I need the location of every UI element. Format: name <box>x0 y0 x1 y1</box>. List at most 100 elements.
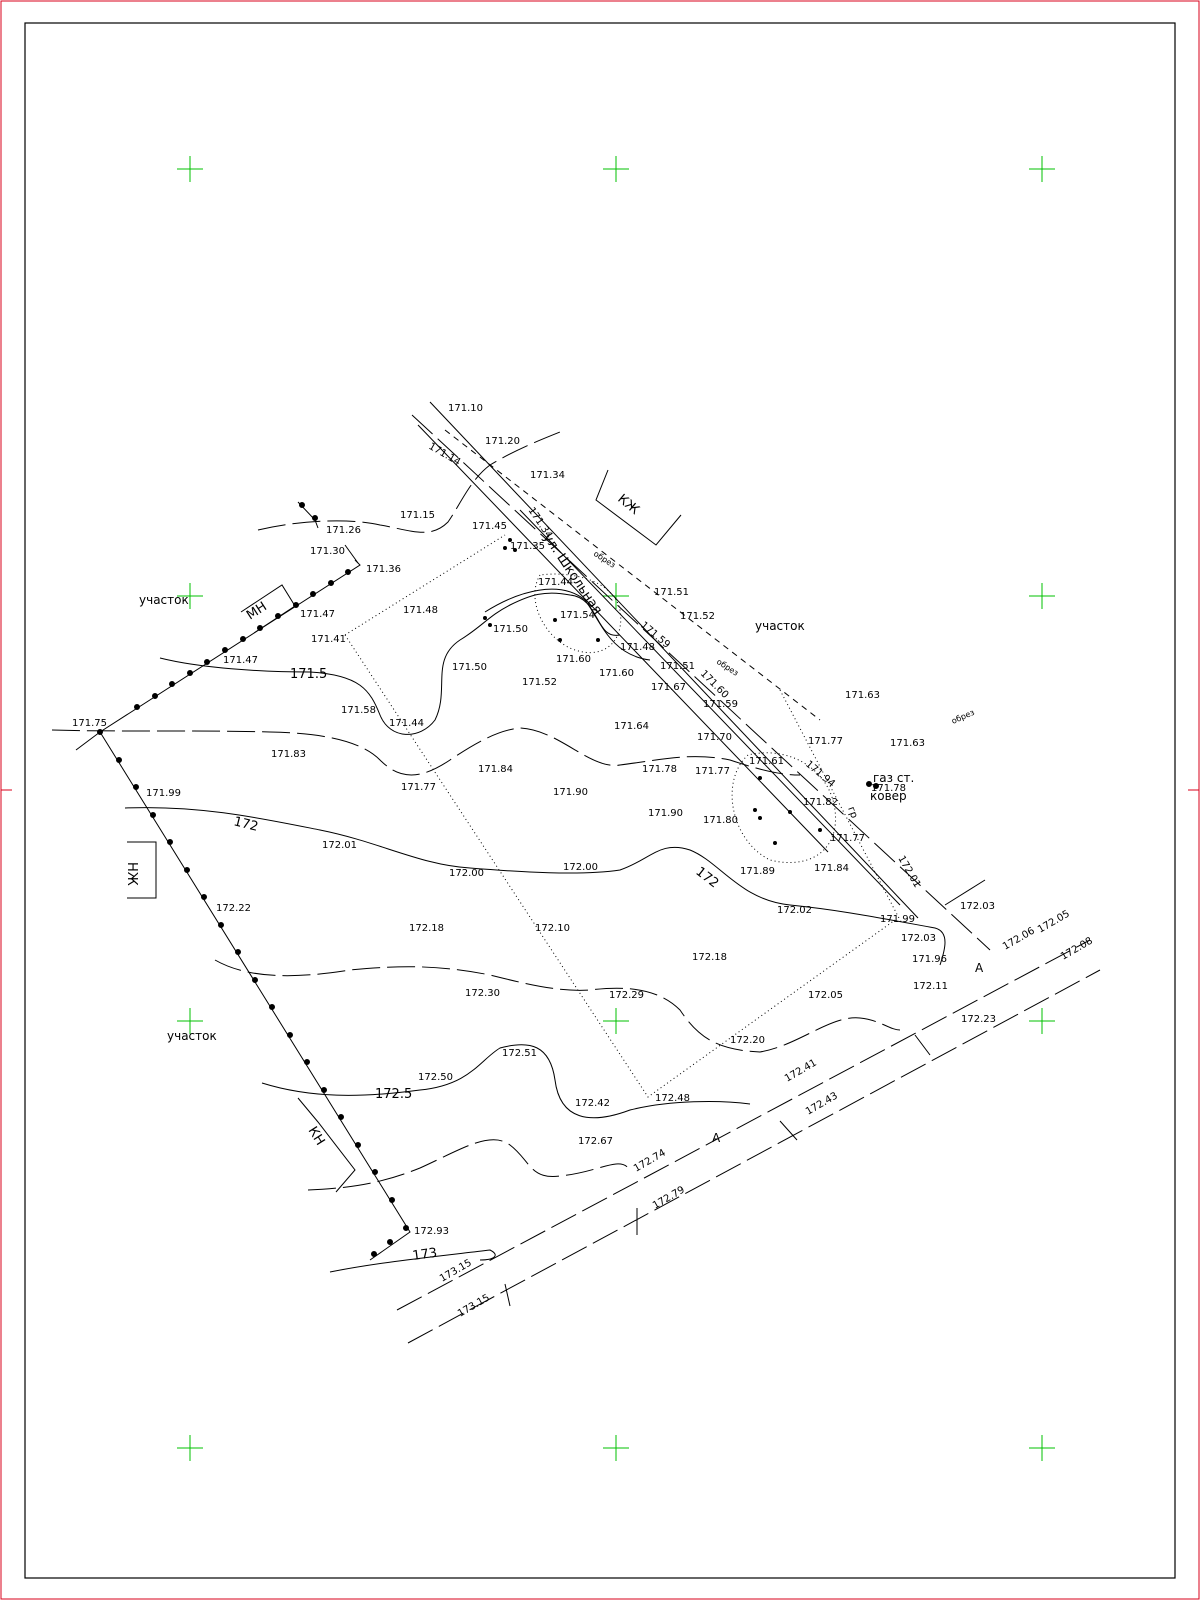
spot-elevation: 172.20 <box>730 1035 765 1046</box>
spot-elevations: 171.10 171.20 171.14 171.34 171.15 171.2… <box>72 403 1095 1320</box>
kover-label: ковер <box>870 789 907 803</box>
grid-cross <box>1029 583 1055 609</box>
spot-elevation: 171.90 <box>553 787 588 798</box>
spot-elevation: 171.41 <box>311 634 346 645</box>
road-a-label-1: А <box>975 961 984 975</box>
parcel-sw-label: участок <box>167 1029 217 1043</box>
road-a-label-2: А <box>712 1131 721 1145</box>
spot-elevation: 171.99 <box>146 788 181 799</box>
spot-elevation: 171.48 <box>403 605 438 616</box>
spot-elevation: 171.75 <box>72 718 107 729</box>
spot-elevation: 171.26 <box>326 525 361 536</box>
contours-solid <box>124 588 946 1273</box>
spot-elevation: 172.51 <box>502 1048 537 1059</box>
spot-elevation: 172.03 <box>960 901 995 912</box>
spot-elevation: 171.34 <box>530 470 565 481</box>
spot-elevation: 171.44 <box>389 718 424 729</box>
spot-elevation: 171.52 <box>680 611 715 622</box>
gas-label: газ ст. <box>873 771 914 785</box>
spot-elevation: 171.15 <box>400 510 435 521</box>
spot-elevation: 171.52 <box>522 677 557 688</box>
spot-elevation: 171.60 <box>556 654 591 665</box>
parcel-ne-label: участок <box>755 619 805 633</box>
survey-dotted-lines <box>344 534 901 1098</box>
spot-elevation: 172.79 <box>651 1185 687 1212</box>
spot-elevation: 172.02 <box>777 905 812 916</box>
spot-elevation: 171.84 <box>814 863 849 874</box>
spot-elevation: 171.50 <box>493 624 528 635</box>
spot-elevation: 171.30 <box>310 546 345 557</box>
spot-elevation: 172.41 <box>783 1058 819 1085</box>
spot-elevation: 172.08 <box>1059 936 1095 963</box>
spot-elevation: 172.29 <box>609 990 644 1001</box>
spot-elevation: 172.01 <box>895 854 922 890</box>
spot-elevation: 172.00 <box>563 862 598 873</box>
grid-cross <box>177 1008 203 1034</box>
grid-cross <box>1029 1008 1055 1034</box>
spot-elevation: 171.51 <box>660 661 695 672</box>
spot-elevation: 173.15 <box>456 1293 492 1320</box>
spot-elevation: 172.50 <box>418 1072 453 1083</box>
spot-elevation: 171.54 <box>560 610 595 621</box>
spot-elevation: 171.51 <box>654 587 689 598</box>
spot-elevation: 171.99 <box>880 914 915 925</box>
gp-label: гр <box>845 805 859 820</box>
spot-elevation: 171.48 <box>620 642 655 653</box>
spot-elevation: 171.47 <box>223 655 258 666</box>
label-boxes <box>127 469 682 1193</box>
spot-elevation: 171.78 <box>642 764 677 775</box>
spot-elevation: 171.44 <box>538 577 573 588</box>
spot-elevation: 171.82 <box>803 797 838 808</box>
spot-elevation: 171.10 <box>448 403 483 414</box>
spot-elevation: 171.64 <box>614 721 649 732</box>
grid-cross <box>1029 156 1055 182</box>
nzh-label: НЖ <box>124 862 139 886</box>
road-a <box>396 939 1101 1344</box>
spot-elevation: 172.48 <box>655 1093 690 1104</box>
contour-label: 172 <box>232 814 260 835</box>
spot-elevation: 171.35 <box>510 541 545 552</box>
spot-elevation: 172.00 <box>449 868 484 879</box>
spot-elevation: 171.89 <box>740 866 775 877</box>
spot-elevation: 171.78 <box>871 783 906 794</box>
contour-label: 172.5 <box>375 1087 412 1102</box>
street-label: ул. Школьная <box>540 531 605 618</box>
spot-elevation: 171.20 <box>485 436 520 447</box>
spot-elevation: 171.58 <box>341 705 376 716</box>
tree-symbols <box>483 538 879 845</box>
spot-elevation: 171.47 <box>300 609 335 620</box>
spot-elevation: 171.77 <box>808 736 843 747</box>
spot-elevation: 172.05 <box>1036 909 1072 936</box>
spot-elevation: 171.70 <box>697 732 732 743</box>
grid-cross <box>603 1435 629 1461</box>
spot-elevation: 173.15 <box>438 1258 474 1285</box>
spot-elevation: 172.18 <box>409 923 444 934</box>
spot-elevation: 171.63 <box>845 690 880 701</box>
spot-elevation: 171.61 <box>749 756 784 767</box>
kn-label: КН <box>305 1124 328 1148</box>
contour-label: 171.5 <box>290 667 327 682</box>
spot-elevation: 172.05 <box>808 990 843 1001</box>
street-lines <box>411 401 991 951</box>
spot-elevation: 171.96 <box>912 954 947 965</box>
contour-label: 172 <box>693 864 722 891</box>
grid-cross <box>177 583 203 609</box>
spot-elevation: 172.01 <box>322 840 357 851</box>
spot-elevation: 172.22 <box>216 903 251 914</box>
contours-dashed <box>51 431 901 1191</box>
spot-elevation: 172.06 <box>1001 926 1037 953</box>
spot-elevation: 172.30 <box>465 988 500 999</box>
spot-elevation: 171.77 <box>401 782 436 793</box>
spot-elevation: 172.93 <box>414 1226 449 1237</box>
spot-elevation: 171.63 <box>890 738 925 749</box>
spot-elevation: 172.74 <box>632 1148 668 1175</box>
spot-elevation: 171.77 <box>695 766 730 777</box>
obrez-label-2: обрез <box>715 657 740 678</box>
spot-elevation: 171.94 <box>803 759 837 790</box>
grid-cross <box>177 156 203 182</box>
grid-crosses <box>177 156 1055 1461</box>
mn-label: МН <box>244 599 270 623</box>
spot-elevation: 172.43 <box>804 1091 840 1118</box>
grid-cross <box>177 1435 203 1461</box>
